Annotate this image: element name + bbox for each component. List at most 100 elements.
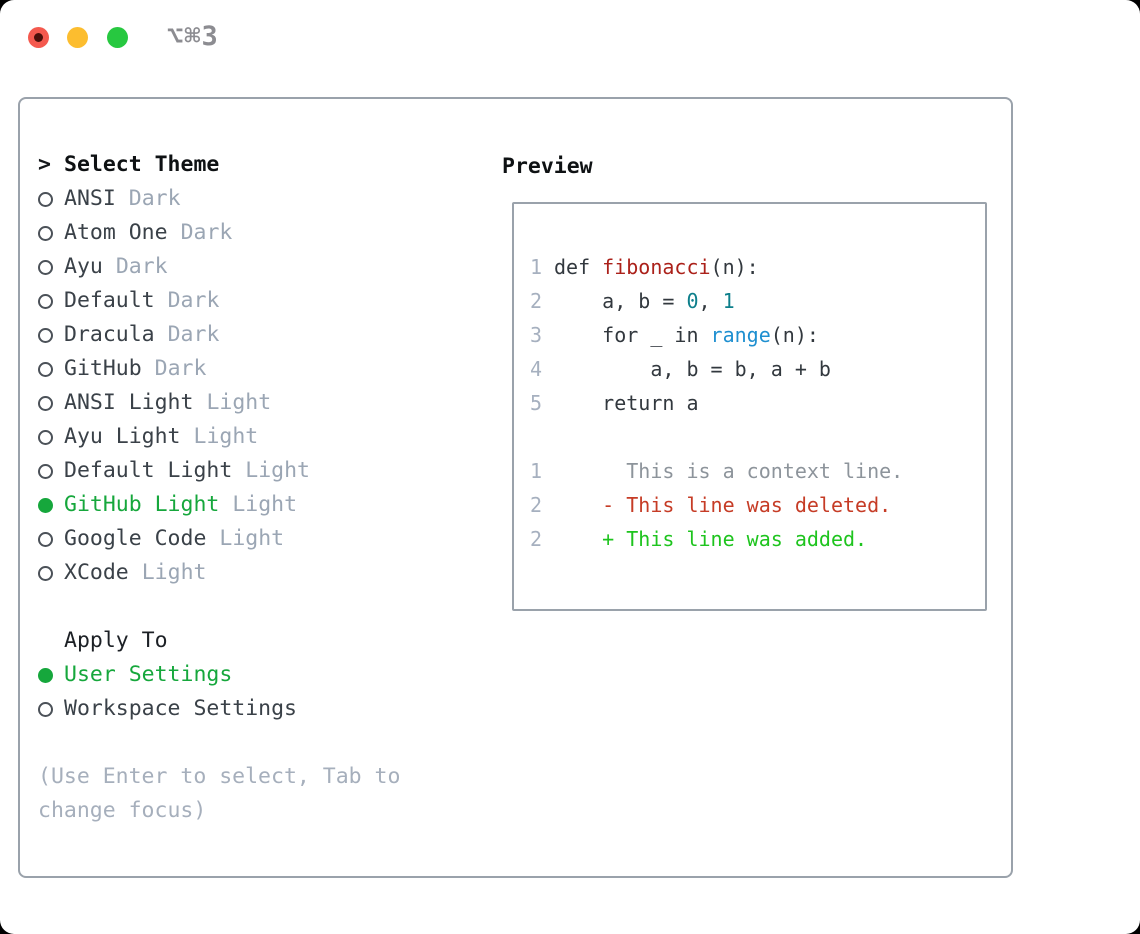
preview-pane: 1 def fibonacci(n): 2 a, b = 0, 1 3 for …: [512, 202, 987, 611]
theme-option[interactable]: ANSI Dark: [38, 182, 470, 216]
radio-circle-icon: [38, 429, 53, 445]
radio-icon: [38, 352, 64, 386]
code-token: This is a context line.: [554, 459, 904, 483]
theme-variant: Dark: [180, 220, 233, 245]
radio-icon: [38, 658, 64, 692]
radio-icon: [38, 556, 64, 590]
radio-icon: [38, 318, 64, 352]
theme-name: Ayu Light: [64, 424, 181, 449]
theme-option[interactable]: Default Light Light: [38, 454, 470, 488]
line-number: 2: [530, 527, 543, 551]
theme-name: ANSI: [64, 186, 116, 211]
code-token: ,: [698, 289, 723, 313]
spacer: [38, 590, 470, 624]
theme-name: GitHub Light: [64, 492, 220, 517]
theme-option[interactable]: Ayu Light Light: [38, 420, 470, 454]
theme-name: GitHub: [64, 356, 142, 381]
select-theme-title: Select Theme: [64, 152, 220, 177]
code-line: 1 This is a context line.: [530, 454, 969, 488]
code-line: 1 def fibonacci(n):: [530, 250, 969, 284]
theme-option[interactable]: GitHub Light Light: [38, 488, 470, 522]
apply-option[interactable]: User Settings: [38, 658, 470, 692]
indent: [38, 624, 64, 658]
theme-option[interactable]: Dracula Dark: [38, 318, 470, 352]
line-number: 1: [530, 255, 543, 279]
radio-icon: [38, 522, 64, 556]
theme-option[interactable]: GitHub Dark: [38, 352, 470, 386]
theme-variant: Light: [232, 492, 298, 517]
radio-circle-icon: [38, 667, 53, 683]
theme-option[interactable]: Google Code Light: [38, 522, 470, 556]
theme-variant: Dark: [167, 322, 220, 347]
code-content: a, b = 0, 1: [554, 284, 735, 318]
code-token: a, b = b, a + b: [554, 357, 831, 381]
radio-circle-icon: [38, 497, 53, 513]
theme-name: Atom One: [64, 220, 168, 245]
theme-variant: Dark: [115, 254, 168, 279]
radio-circle-icon: [38, 293, 53, 309]
code-content: def fibonacci(n):: [554, 250, 759, 284]
code-content: + This line was added.: [554, 522, 867, 556]
theme-variant: Light: [206, 390, 272, 415]
radio-icon: [38, 454, 64, 488]
radio-icon: [38, 250, 64, 284]
radio-icon: [38, 692, 64, 726]
radio-circle-icon: [38, 225, 53, 241]
theme-list: > Select Theme ANSI Dark Atom One Dark: [38, 148, 470, 828]
code-token: def: [554, 255, 603, 279]
radio-circle-icon: [38, 259, 53, 275]
code-line: 2 a, b = 0, 1: [530, 284, 969, 318]
code-content: return a: [554, 386, 698, 420]
line-number: 1: [530, 459, 543, 483]
code-line: 2 - This line was deleted.: [530, 488, 969, 522]
code-line: 4 a, b = b, a + b: [530, 352, 969, 386]
line-number: 5: [530, 391, 543, 415]
apply-option-name: User Settings: [64, 662, 233, 687]
minimize-button[interactable]: [67, 27, 88, 48]
code-line: [530, 420, 969, 454]
theme-variant: Light: [219, 526, 285, 551]
theme-name: XCode: [64, 560, 129, 585]
radio-icon: [38, 182, 64, 216]
theme-option[interactable]: Atom One Dark: [38, 216, 470, 250]
code-line: 5 return a: [530, 386, 969, 420]
code-token: - This line was deleted.: [554, 493, 892, 517]
code-content: for _ in range(n):: [554, 318, 819, 352]
theme-name: Default Light: [64, 458, 233, 483]
theme-variant: Light: [193, 424, 259, 449]
apply-to-header: Apply To: [38, 624, 470, 658]
code-token: 1: [722, 289, 735, 313]
zoom-button[interactable]: [107, 27, 128, 48]
radio-circle-icon: [38, 565, 53, 581]
code-content: This is a context line.: [554, 454, 903, 488]
radio-icon: [38, 216, 64, 250]
code-token: (n):: [710, 255, 759, 279]
theme-name: Dracula: [64, 322, 155, 347]
apply-option[interactable]: Workspace Settings: [38, 692, 470, 726]
line-number: 3: [530, 323, 543, 347]
theme-option[interactable]: XCode Light: [38, 556, 470, 590]
radio-circle-icon: [38, 361, 53, 377]
code-token: for _ in: [554, 323, 711, 347]
theme-option[interactable]: ANSI Light Light: [38, 386, 470, 420]
apply-to-title: Apply To: [64, 628, 168, 653]
code-token: range: [710, 323, 771, 347]
theme-option[interactable]: Ayu Dark: [38, 250, 470, 284]
code-content: - This line was deleted.: [554, 488, 891, 522]
theme-option[interactable]: Default Dark: [38, 284, 470, 318]
code-content: a, b = b, a + b: [554, 352, 831, 386]
radio-icon: [38, 386, 64, 420]
focus-caret-icon: >: [38, 152, 51, 177]
help-text: (Use Enter to select, Tab to change focu…: [38, 764, 401, 823]
apply-option-name: Workspace Settings: [64, 696, 297, 721]
radio-icon: [38, 488, 64, 522]
radio-icon: [38, 420, 64, 454]
code-token: a, b =: [554, 289, 687, 313]
code-token: fibonacci: [602, 255, 711, 279]
theme-variant: Light: [141, 560, 207, 585]
code-token: + This line was added.: [554, 527, 868, 551]
radio-circle-icon: [38, 327, 53, 343]
close-button[interactable]: [28, 27, 49, 48]
theme-name: Ayu: [64, 254, 103, 279]
theme-variant: Dark: [167, 288, 220, 313]
